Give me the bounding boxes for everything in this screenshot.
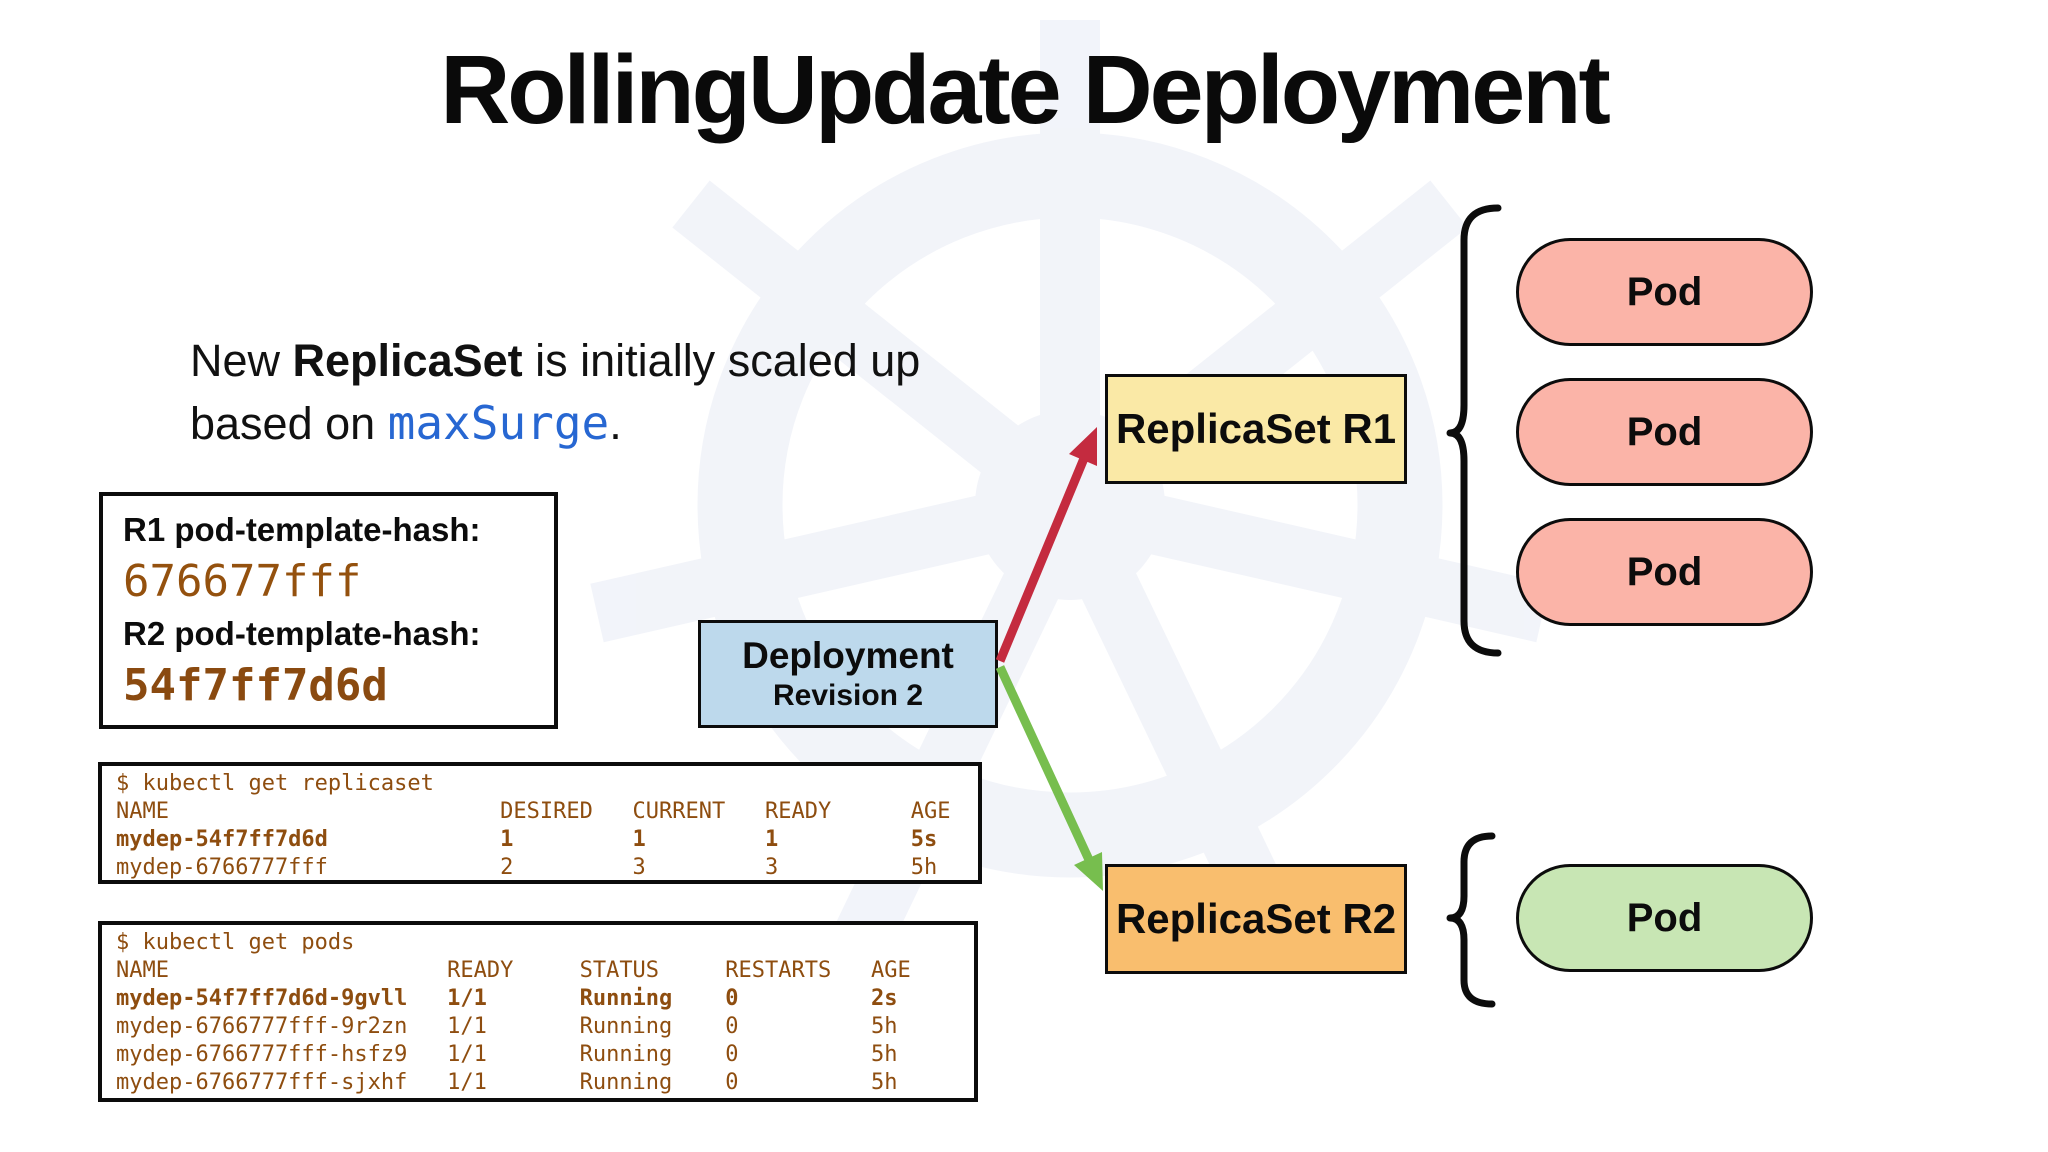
terminal-row-old-pod-2: mydep-6766777fff-hsfz9 1/1 Running 0 5h <box>116 1042 898 1067</box>
terminal-row-new-pod: mydep-54f7ff7d6d-9gvll 1/1 Running 0 2s <box>116 986 898 1011</box>
replicaset-r2-label: ReplicaSet R2 <box>1115 895 1397 942</box>
intro-line2-end: . <box>609 398 622 449</box>
page-title: RollingUpdate Deployment <box>440 35 1611 144</box>
replicaset-r1-box: ReplicaSet R1 <box>1105 374 1407 484</box>
pod-template-hash-box: R1 pod-template-hash: 676677fff R2 pod-t… <box>99 492 558 729</box>
arrow-deployment-to-r1 <box>995 427 1097 663</box>
r2-hash-label: R2 pod-template-hash: <box>123 615 481 652</box>
r1-hash-label: R1 pod-template-hash: <box>123 511 481 548</box>
brace-r2-pods <box>1446 832 1496 1008</box>
terminal-header-row: NAME DESIRED CURRENT READY AGE <box>116 799 951 824</box>
kubernetes-watermark <box>590 20 1550 955</box>
terminal-get-replicaset: $ kubectl get replicaset NAME DESIRED CU… <box>98 762 982 884</box>
intro-line2-start: based on <box>190 398 388 449</box>
deployment-box: Deployment Revision 2 <box>698 620 998 728</box>
intro-text: New ReplicaSet is initially scaled up ba… <box>190 330 920 455</box>
r2-hash-value: 54f7ff7d6d <box>123 660 388 711</box>
pod-r1-2: Pod <box>1516 378 1813 486</box>
intro-line-1: New ReplicaSet is initially scaled up <box>190 330 920 392</box>
pod-r1-1: Pod <box>1516 238 1813 346</box>
pod-r1-3: Pod <box>1516 518 1813 626</box>
terminal-header-row: NAME READY STATUS RESTARTS AGE <box>116 958 911 983</box>
replicaset-bold-word: ReplicaSet <box>292 335 523 386</box>
terminal-row-old-pod-3: mydep-6766777fff-sjxhf 1/1 Running 0 5h <box>116 1070 898 1095</box>
r1-hash-value: 676677fff <box>123 556 362 607</box>
arrow-deployment-to-r2 <box>995 665 1103 891</box>
deployment-revision: Revision 2 <box>772 679 924 712</box>
intro-line1-start: New <box>190 335 293 386</box>
deployment-title: Deployment <box>742 635 954 676</box>
terminal-row-old-pod-1: mydep-6766777fff-9r2zn 1/1 Running 0 5h <box>116 1014 898 1039</box>
replicaset-r2-box: ReplicaSet R2 <box>1105 864 1407 974</box>
terminal-command: $ kubectl get replicaset <box>116 771 434 796</box>
terminal-row-old-replicaset: mydep-6766777fff 2 3 3 5h <box>116 855 938 880</box>
intro-line-2: based on maxSurge. <box>190 392 920 455</box>
terminal-row-new-replicaset: mydep-54f7ff7d6d 1 1 1 5s <box>116 827 938 852</box>
pod-r2-1: Pod <box>1516 864 1813 972</box>
maxsurge-code: maxSurge <box>387 396 610 450</box>
terminal-get-pods: $ kubectl get pods NAME READY STATUS RES… <box>98 921 978 1102</box>
intro-line1-end: is initially scaled up <box>522 335 921 386</box>
terminal-command: $ kubectl get pods <box>116 930 355 955</box>
brace-r1-pods <box>1446 204 1502 657</box>
replicaset-r1-label: ReplicaSet R1 <box>1115 405 1397 452</box>
